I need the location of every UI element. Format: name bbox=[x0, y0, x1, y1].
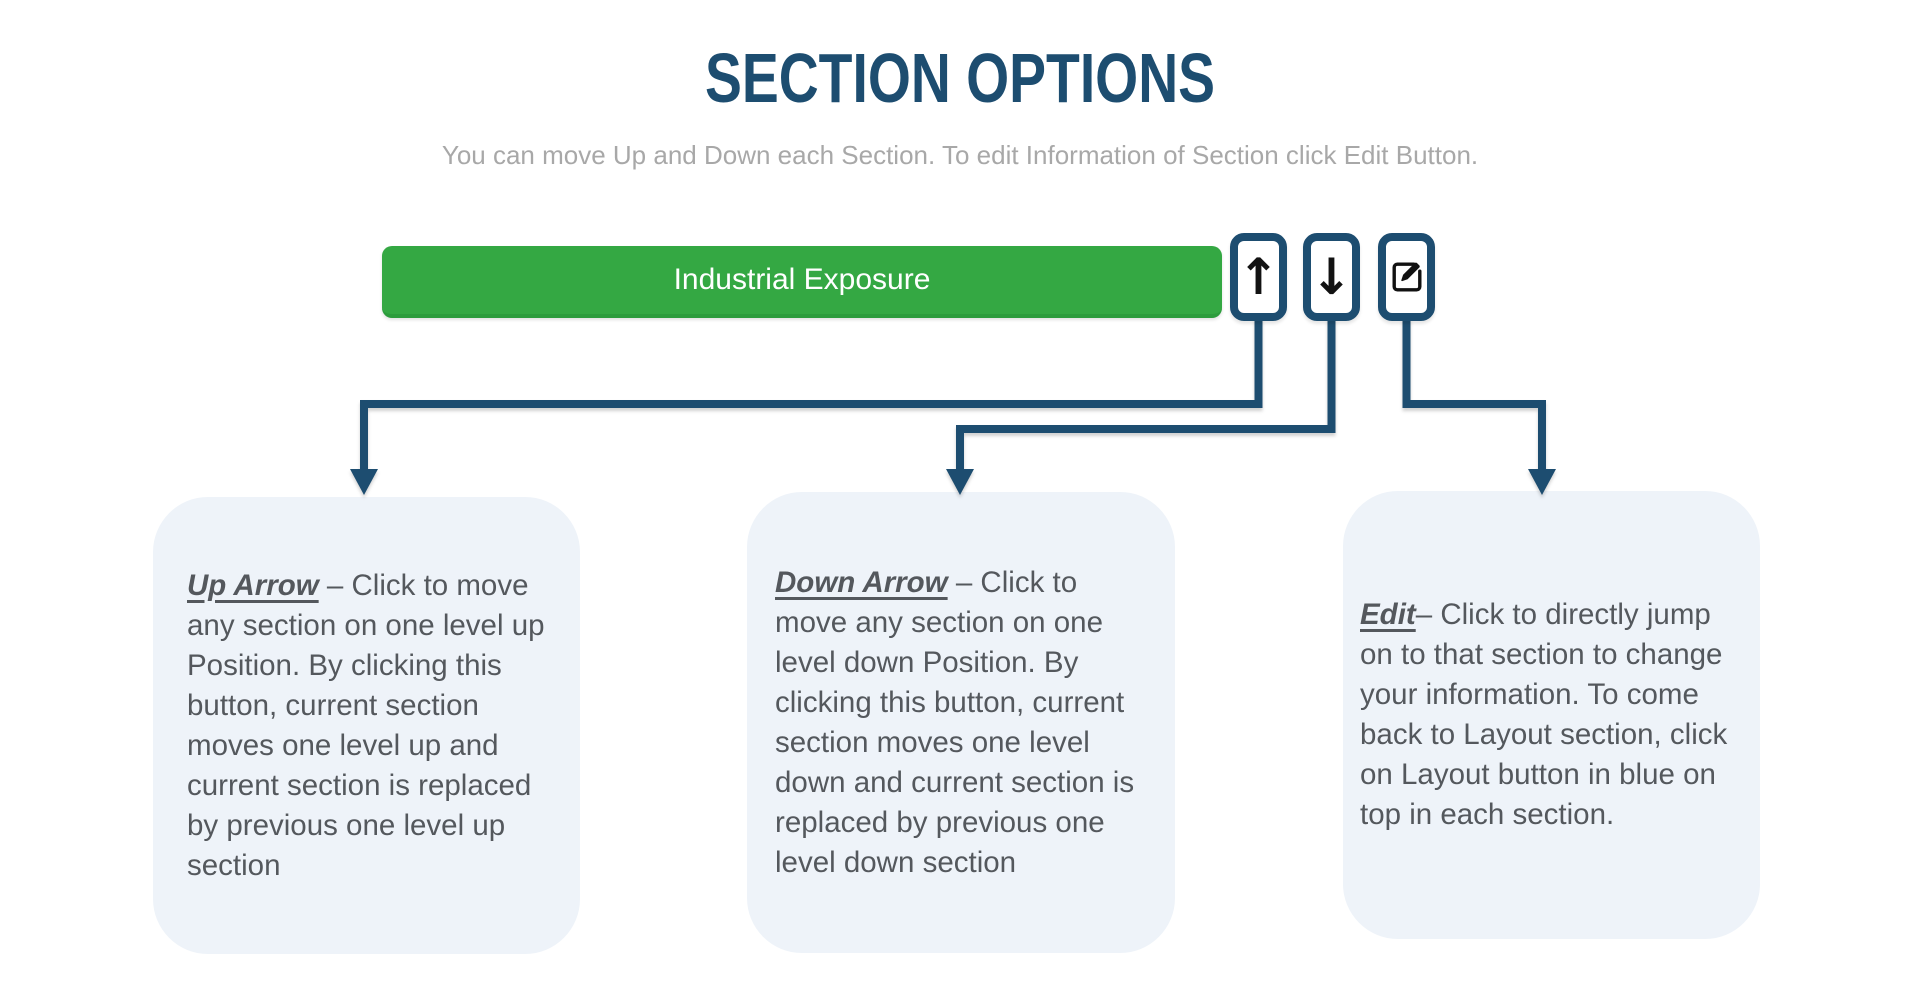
card-down-arrow-lead: Down Arrow bbox=[775, 565, 948, 599]
edit-button[interactable] bbox=[1378, 233, 1435, 321]
card-edit-lead: Edit bbox=[1360, 598, 1416, 631]
move-down-button[interactable]: ↓ bbox=[1303, 233, 1360, 321]
card-up-arrow-text: Up Arrow – Click to move any section on … bbox=[187, 566, 558, 886]
page-title: SECTION OPTIONS bbox=[704, 39, 1216, 117]
card-edit-text: Edit– Click to directly jump on to that … bbox=[1360, 595, 1750, 835]
card-up-arrow: Up Arrow – Click to move any section on … bbox=[153, 497, 580, 954]
card-down-arrow-text: Down Arrow – Click to move any section o… bbox=[775, 563, 1157, 883]
card-down-arrow: Down Arrow – Click to move any section o… bbox=[747, 492, 1175, 953]
connector-up-arrow bbox=[350, 318, 1263, 495]
down-arrow-icon: ↓ bbox=[1310, 248, 1353, 306]
card-edit: Edit– Click to directly jump on to that … bbox=[1343, 491, 1760, 939]
edit-icon bbox=[1392, 262, 1421, 292]
card-edit-body: – Click to directly jump on to that sect… bbox=[1360, 598, 1728, 831]
up-arrow-icon: ↑ bbox=[1237, 248, 1280, 306]
card-up-arrow-body: – Click to move any section on one level… bbox=[187, 568, 545, 882]
card-down-arrow-body: – Click to move any section on one level… bbox=[775, 565, 1135, 879]
page-subtitle: You can move Up and Down each Section. T… bbox=[441, 140, 1479, 170]
card-up-arrow-lead: Up Arrow bbox=[187, 568, 319, 602]
move-up-button[interactable]: ↑ bbox=[1230, 233, 1287, 321]
connector-down-arrow bbox=[946, 318, 1336, 495]
connector-edit bbox=[1402, 318, 1556, 495]
section-bar[interactable]: Industrial Exposure bbox=[382, 246, 1222, 318]
